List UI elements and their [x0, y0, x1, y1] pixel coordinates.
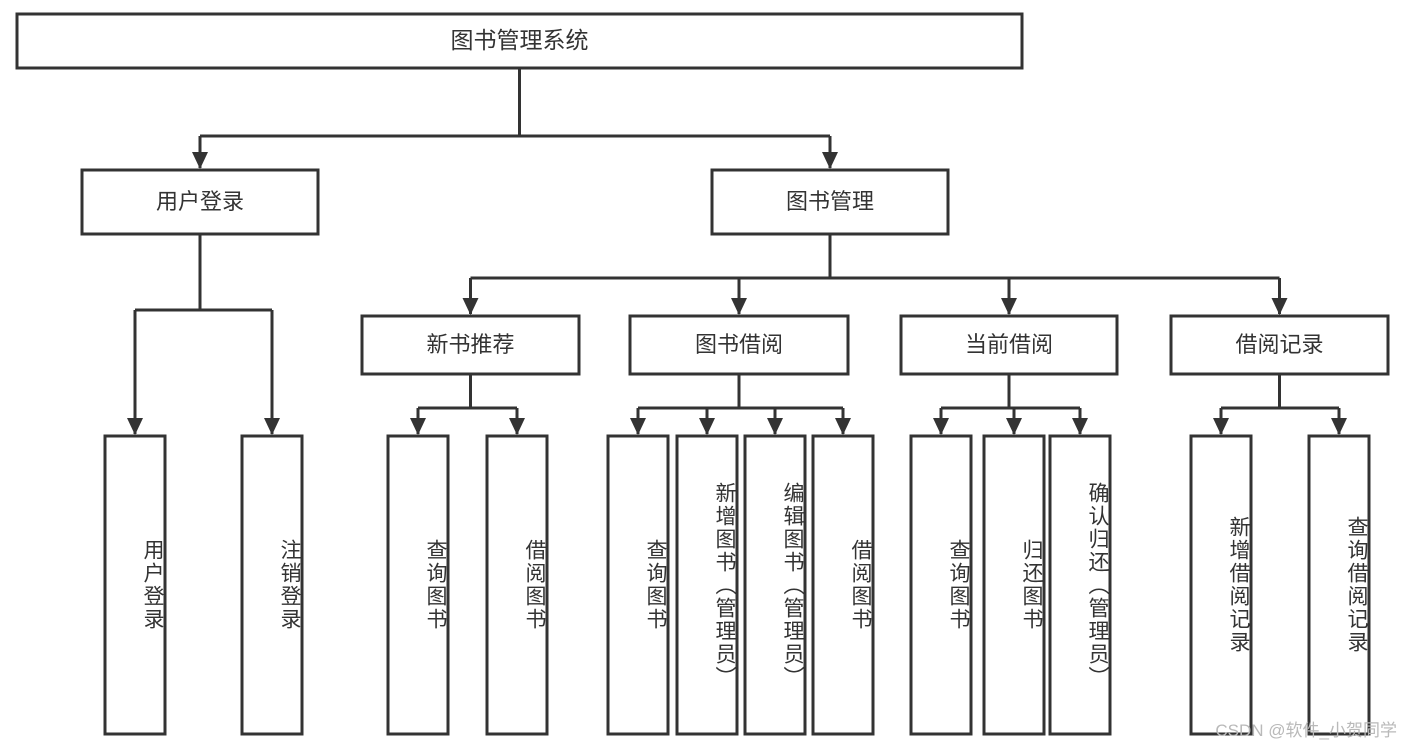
- node-level2-1[interactable]: [710, 168, 950, 236]
- arrow-head-icon: [1213, 418, 1229, 435]
- arrow-head-icon: [822, 152, 838, 169]
- node-label: 用户登录: [156, 189, 244, 214]
- arrow-head-icon: [410, 418, 426, 435]
- node-leaf-12[interactable]: [1307, 434, 1371, 736]
- watermark-text: CSDN @软件_小贺同学: [1215, 721, 1397, 740]
- node-leaf-1[interactable]: [240, 434, 304, 736]
- node-leaf-8[interactable]: [909, 434, 973, 736]
- node-label: 新书推荐: [426, 332, 514, 357]
- node-box-layer: [15, 12, 1390, 736]
- node-leaf-9[interactable]: [982, 434, 1046, 736]
- arrow-head-icon: [1271, 298, 1288, 315]
- arrow-head-icon: [1001, 298, 1017, 315]
- arrow-head-icon: [1072, 418, 1088, 435]
- arrow-head-icon: [731, 298, 747, 315]
- node-leaf-3[interactable]: [485, 434, 549, 736]
- arrow-head-icon: [933, 418, 949, 435]
- node-label: 图书管理: [786, 189, 874, 214]
- arrow-head-icon: [699, 418, 715, 435]
- node-level3-1[interactable]: [628, 314, 850, 376]
- arrow-head-icon: [630, 418, 646, 435]
- node-label: 图书借阅: [695, 332, 783, 357]
- arrow-head-icon: [767, 418, 783, 435]
- node-leaf-6[interactable]: [743, 434, 807, 736]
- arrow-head-icon: [835, 418, 851, 435]
- arrow-head-icon: [264, 418, 280, 435]
- node-label: 借阅记录: [1235, 332, 1323, 357]
- connector-layer: [127, 68, 1347, 435]
- node-root-图书管理系统[interactable]: [15, 12, 1024, 70]
- arrow-head-icon: [127, 418, 143, 435]
- node-leaf-2[interactable]: [386, 434, 450, 736]
- node-leaf-5[interactable]: [675, 434, 739, 736]
- arrow-head-icon: [1331, 418, 1347, 435]
- arrow-head-icon: [462, 298, 479, 315]
- node-leaf-11[interactable]: [1189, 434, 1253, 736]
- node-leaf-10[interactable]: [1048, 434, 1112, 736]
- arrow-head-icon: [509, 418, 525, 435]
- node-leaf-4[interactable]: [606, 434, 670, 736]
- node-level2-0[interactable]: [80, 168, 320, 236]
- node-label: 当前借阅: [965, 332, 1053, 357]
- arrow-head-icon: [192, 152, 208, 169]
- node-leaf-0[interactable]: [103, 434, 167, 736]
- node-leaf-7[interactable]: [811, 434, 875, 736]
- node-level3-3[interactable]: [1169, 314, 1390, 376]
- node-level3-0[interactable]: [360, 314, 581, 376]
- node-label: 图书管理系统: [451, 27, 589, 53]
- node-level3-2[interactable]: [899, 314, 1119, 376]
- arrow-head-icon: [1006, 418, 1022, 435]
